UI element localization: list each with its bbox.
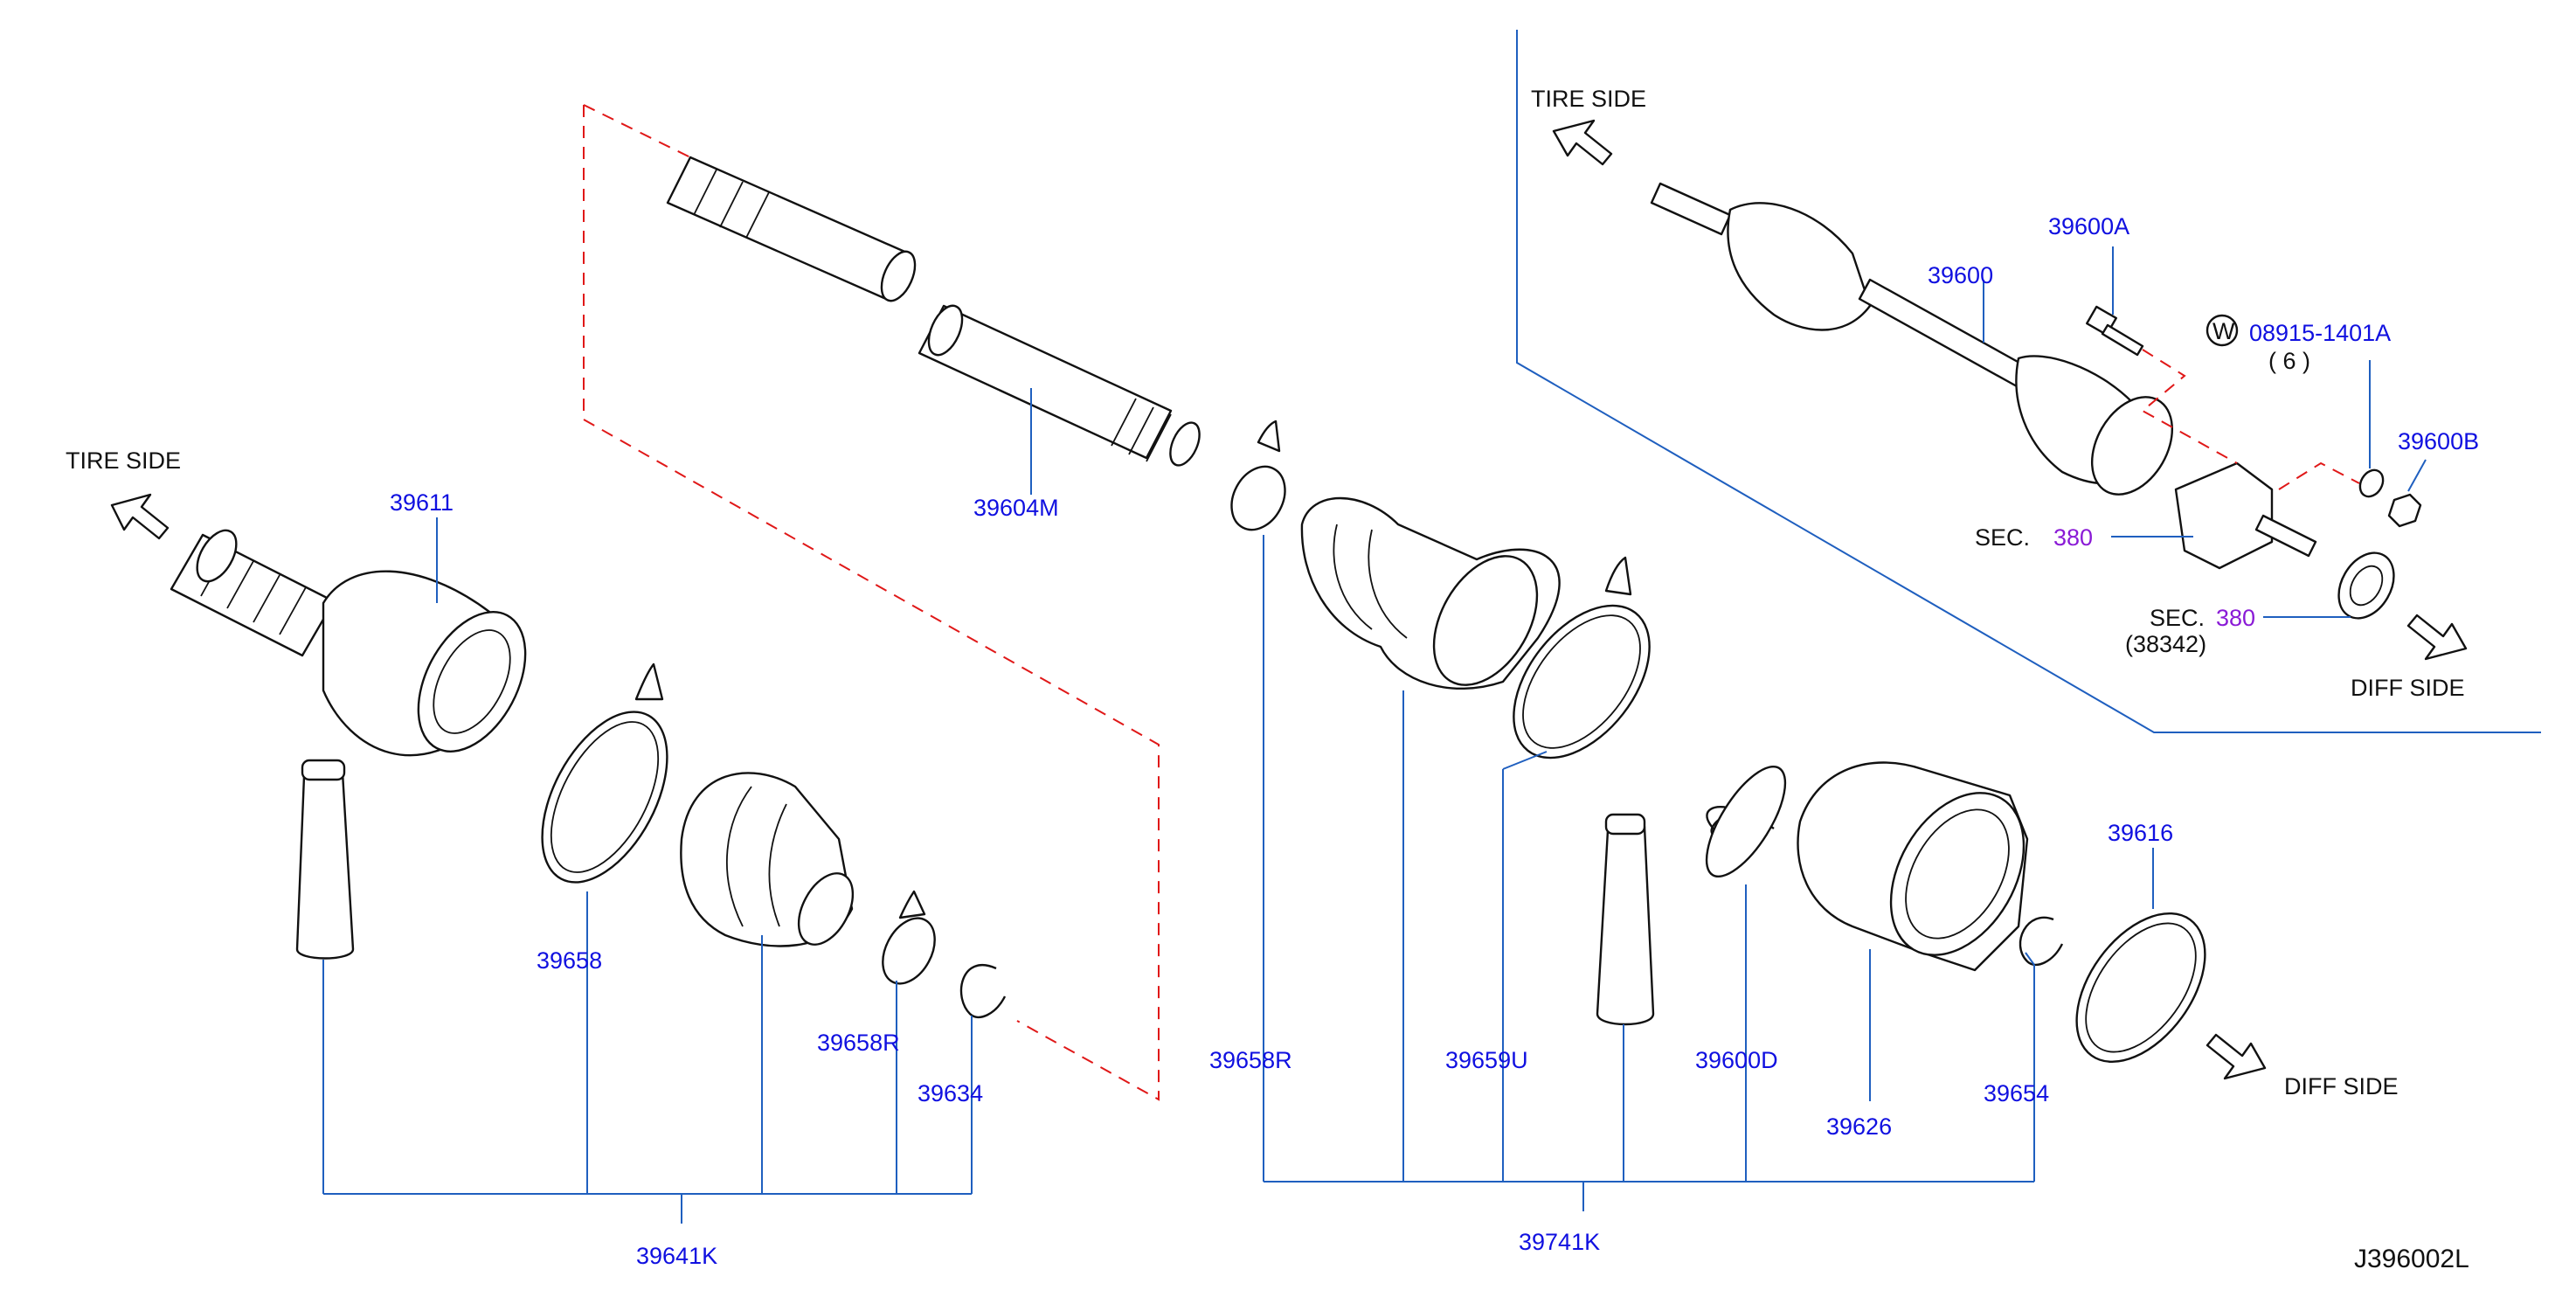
label-08915-1401A: 08915-1401A	[2249, 320, 2391, 346]
leader-lines	[322, 246, 2427, 1224]
boot-39741	[1300, 496, 1561, 690]
grease-tube-left	[295, 759, 355, 960]
label-39600A: 39600A	[2048, 213, 2129, 239]
outer-joint-39611	[170, 529, 527, 757]
diff-side-arrow-bottom-icon	[2206, 1033, 2267, 1080]
tire-side-arrow-left-icon	[110, 493, 170, 540]
label-39658: 39658	[537, 947, 602, 974]
sec-prefix-2: SEC.	[2150, 605, 2205, 631]
seal-39616	[2075, 912, 2206, 1064]
inset-border	[1516, 30, 2541, 733]
boot-band-39659U	[1513, 556, 1651, 759]
snap-ring-39600D	[1705, 765, 1787, 878]
tire-side-label-left: TIRE SIDE	[66, 447, 181, 474]
label-08915-qty: ( 6 )	[2268, 348, 2310, 374]
label-39641K: 39641K	[636, 1243, 717, 1269]
band-clip-39658R-mid	[1230, 420, 1286, 531]
sec-sub-2: (38342)	[2125, 631, 2206, 657]
washer-mark-circle-icon	[2206, 314, 2239, 347]
label-39659U: 39659U	[1445, 1047, 1528, 1073]
boot-band-39658	[541, 662, 668, 884]
label-39600: 39600	[1928, 262, 1993, 288]
tire-side-label-right: TIRE SIDE	[1531, 86, 1646, 112]
label-39654: 39654	[1984, 1080, 2049, 1106]
washer-mark: W	[2212, 318, 2235, 344]
label-39604M: 39604M	[973, 495, 1059, 521]
tire-side-arrow-right-icon	[1552, 119, 1613, 166]
circlip-39634	[959, 964, 1007, 1019]
label-39741K: 39741K	[1519, 1229, 1600, 1255]
seal-38342	[2337, 551, 2395, 620]
diagram-code: J396002L	[2354, 1245, 2469, 1273]
diff-side-label-bottom: DIFF SIDE	[2284, 1073, 2399, 1099]
label-39600B: 39600B	[2398, 428, 2479, 454]
nut-39600B	[2387, 493, 2422, 528]
boot-39641	[680, 772, 855, 947]
sec-num-1: 380	[2053, 524, 2093, 551]
sec-num-2: 380	[2216, 605, 2255, 631]
inset-phantom-2	[2278, 461, 2360, 490]
bolt-39600A	[2086, 305, 2144, 357]
small-band-39658R	[882, 890, 936, 985]
label-39616: 39616	[2108, 820, 2173, 846]
diff-side-label-top: DIFF SIDE	[2351, 675, 2465, 701]
grease-tube-mid	[1596, 813, 1655, 1026]
sec-prefix-1: SEC.	[1975, 524, 2030, 551]
flange-sec380	[2174, 461, 2317, 570]
inset-phantom-1	[2141, 349, 2238, 464]
label-39634: 39634	[918, 1080, 983, 1106]
housing-39626	[1797, 761, 2029, 972]
washer-08915	[2358, 468, 2385, 498]
shaft-39604M	[918, 304, 1201, 467]
diff-side-arrow-top-icon	[2406, 614, 2468, 661]
inner-shaft-spline-top	[666, 156, 917, 302]
label-39600D: 39600D	[1695, 1047, 1778, 1073]
label-39611: 39611	[390, 489, 454, 516]
circlip-39654	[2019, 916, 2064, 967]
label-39626: 39626	[1826, 1113, 1892, 1140]
phantom-enclosure	[583, 104, 1160, 1101]
label-39658R-mid: 39658R	[1209, 1047, 1292, 1073]
label-39658R-left: 39658R	[817, 1030, 900, 1056]
assembled-shaft-39600	[1650, 182, 2174, 496]
